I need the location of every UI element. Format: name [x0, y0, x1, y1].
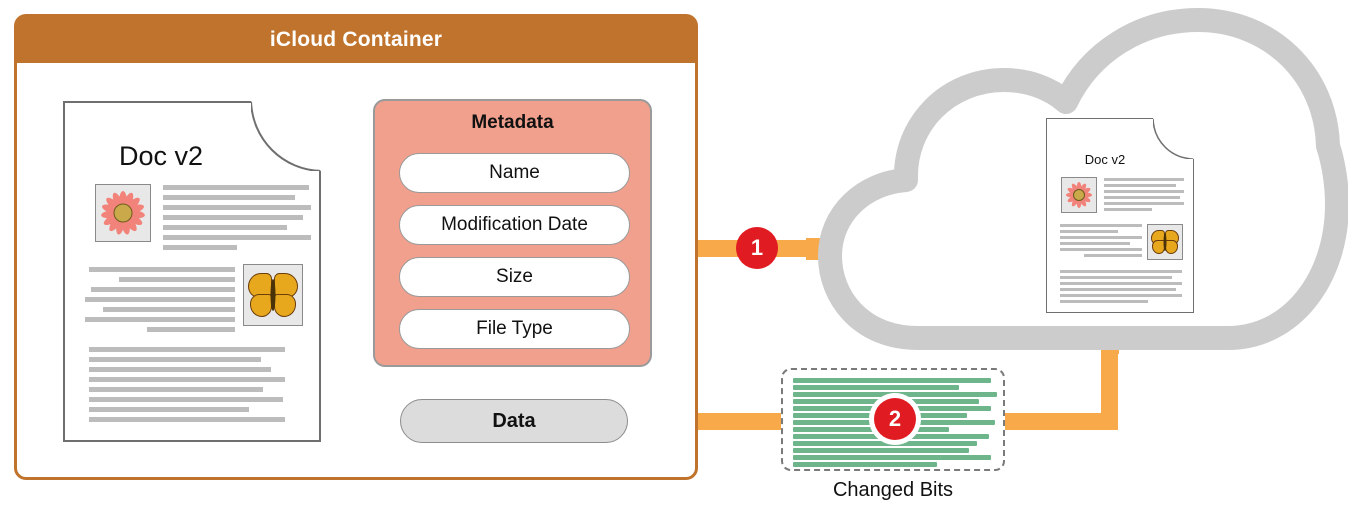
metadata-panel: Metadata Name Modification Date Size Fil…	[373, 99, 652, 367]
data-flow-band-right	[990, 413, 1118, 430]
metadata-field-size[interactable]: Size	[399, 257, 630, 297]
local-document-title: Doc v2	[118, 141, 204, 171]
cloud-document-title: Doc v2	[1084, 152, 1126, 167]
local-document: Doc v2	[63, 99, 323, 442]
data-flow-band-vertical	[1101, 335, 1118, 430]
flower-icon	[1063, 179, 1095, 211]
cloud-document-flower-image	[1061, 177, 1097, 213]
step-badge-2: 2	[874, 398, 916, 440]
local-document-fold-icon	[251, 99, 323, 171]
cloud-document-fold-icon	[1153, 117, 1195, 159]
butterfly-icon	[1150, 229, 1180, 255]
local-document-flower-image	[95, 184, 151, 242]
cloud-document: Doc v2	[1046, 117, 1195, 313]
step-badge-1: 1	[736, 227, 778, 269]
metadata-field-modification-date[interactable]: Modification Date	[399, 205, 630, 245]
step-badge-2-number: 2	[888, 406, 902, 431]
data-pill[interactable]: Data	[400, 399, 628, 443]
metadata-field-file-type[interactable]: File Type	[399, 309, 630, 349]
metadata-panel-title: Metadata	[471, 112, 554, 133]
butterfly-icon	[247, 272, 299, 318]
icloud-container-title: iCloud Container	[269, 28, 443, 51]
cloud-document-butterfly-image	[1147, 224, 1183, 260]
changed-bits-label: Changed Bits	[832, 479, 954, 501]
local-document-butterfly-image	[243, 264, 303, 326]
flower-icon	[97, 187, 149, 239]
step-badge-1-number: 1	[750, 235, 764, 260]
metadata-field-name[interactable]: Name	[399, 153, 630, 193]
icloud-container-header: iCloud Container	[17, 17, 695, 63]
